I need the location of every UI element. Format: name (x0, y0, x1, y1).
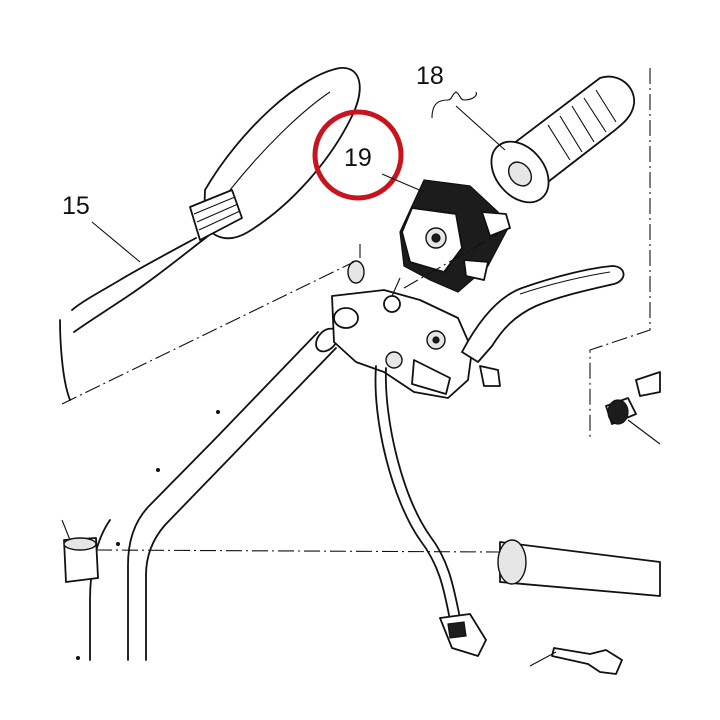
handlebar-right-stub[interactable] (497, 539, 661, 597)
bar-end-weight-right[interactable] (605, 371, 661, 445)
mounting-bolt[interactable] (529, 647, 623, 675)
highlight-ring-19 (312, 109, 404, 201)
lever-bracket[interactable] (331, 260, 473, 399)
mirror-boot-bellows (189, 189, 243, 241)
throttle-grip-part-18[interactable] (480, 75, 635, 214)
callout-19: 19 (344, 144, 372, 172)
leader-line-18 (455, 105, 506, 151)
switch-housing-part-19[interactable] (399, 179, 511, 293)
clutch-brake-lever[interactable] (461, 265, 625, 387)
mirror-part-15[interactable] (59, 67, 361, 401)
assembly-center-lines (61, 68, 651, 553)
leader-line-19 (381, 173, 425, 193)
brace-18 (431, 91, 477, 119)
leader-line-15 (91, 221, 141, 263)
callout-15: 15 (62, 192, 90, 220)
bar-end-weight-left[interactable] (61, 519, 99, 583)
callout-18: 18 (416, 62, 444, 90)
handlebar[interactable] (76, 324, 342, 661)
switch-cable[interactable] (374, 365, 487, 657)
